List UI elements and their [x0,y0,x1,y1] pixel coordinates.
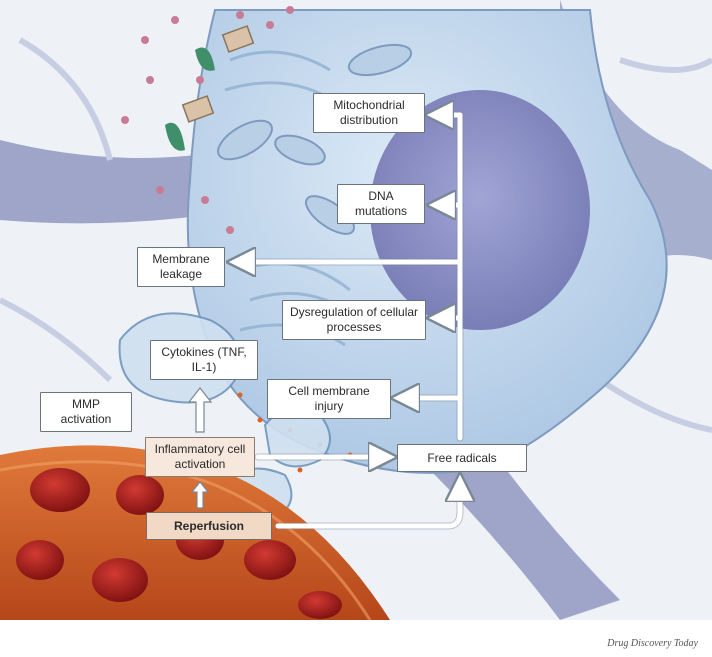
label-cytokines: Cytokines (TNF, IL-1) [150,340,258,380]
credit-text: Drug Discovery Today [607,638,698,649]
label-dysregulation: Dysregulation of cellular processes [282,300,426,340]
label-cell-membrane-injury: Cell membrane injury [267,379,391,419]
label-dna-mutations: DNA mutations [337,184,425,224]
label-mitochondrial-distribution: Mitochondrial distribution [313,93,425,133]
label-reperfusion: Reperfusion [146,512,272,540]
label-free-radicals: Free radicals [397,444,527,472]
label-mmp-activation: MMP activation [40,392,132,432]
label-membrane-leakage: Membrane leakage [137,247,225,287]
label-inflammatory-cell-activation: Inflammatory cell activation [145,437,255,477]
